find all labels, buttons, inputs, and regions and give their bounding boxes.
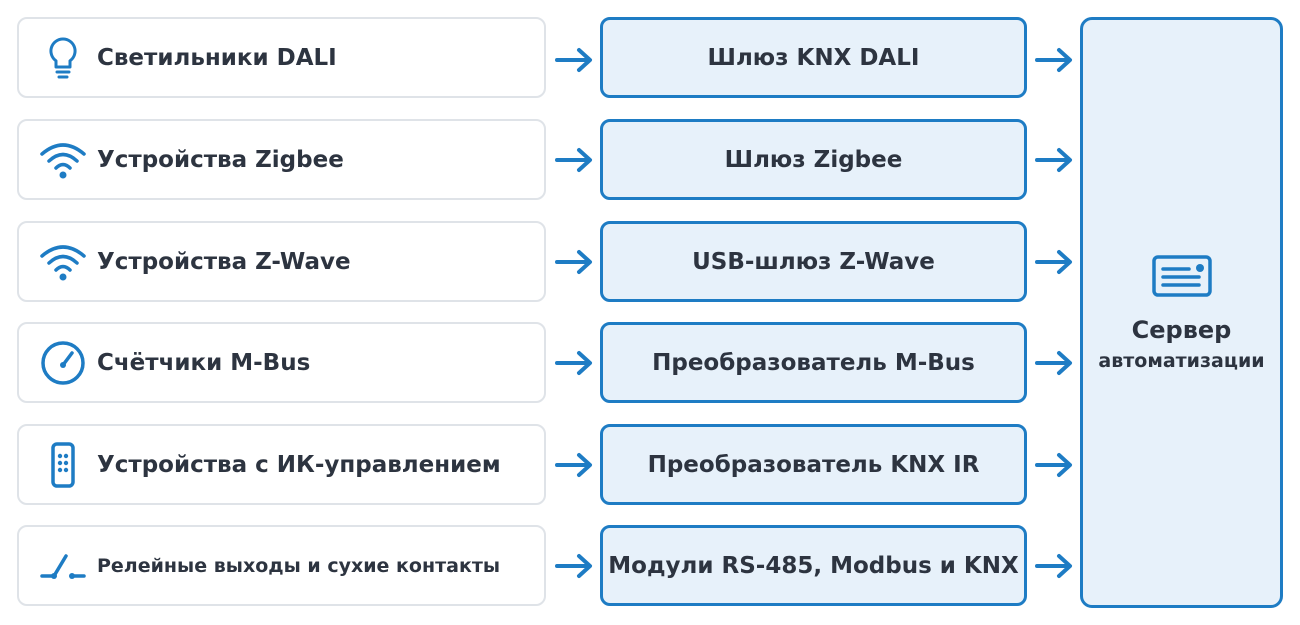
device-label: Устройства Zigbee — [97, 146, 344, 173]
server-icon — [1151, 254, 1213, 302]
arrow-right-icon — [555, 48, 592, 72]
arrow-right-icon — [1035, 48, 1072, 72]
arrow-right-icon — [1035, 351, 1072, 375]
gateway-label: Шлюз Zigbee — [724, 146, 903, 173]
gateway-label: USB-шлюз Z-Wave — [692, 248, 935, 275]
server-subtitle: автоматизации — [1098, 349, 1265, 372]
gateway-box-mbus: Преобразователь M-Bus — [600, 322, 1027, 403]
arrow-right-icon — [555, 453, 592, 477]
automation-server-box: Сервер автоматизации — [1080, 17, 1283, 608]
gateway-label: Преобразователь KNX IR — [647, 451, 980, 478]
light-bulb-icon — [39, 34, 87, 82]
device-box-ir: Устройства с ИК-управлением — [17, 424, 546, 505]
device-label: Счётчики M-Bus — [97, 349, 311, 376]
device-label: Светильники DALI — [97, 44, 337, 71]
device-box-dali: Светильники DALI — [17, 17, 546, 98]
server-title: Сервер — [1131, 315, 1232, 344]
gateway-box-dali: Шлюз KNX DALI — [600, 17, 1027, 98]
arrow-right-icon — [1035, 148, 1072, 172]
device-box-zigbee: Устройства Zigbee — [17, 119, 546, 200]
arrow-right-icon — [555, 554, 592, 578]
device-label: Релейные выходы и сухие контакты — [97, 554, 501, 577]
device-box-zwave: Устройства Z-Wave — [17, 221, 546, 302]
gateway-box-zwave: USB-шлюз Z-Wave — [600, 221, 1027, 302]
device-label: Устройства Z-Wave — [97, 248, 351, 275]
arrow-right-icon — [555, 351, 592, 375]
gateway-label: Модули RS-485, Modbus и KNX — [608, 552, 1019, 579]
gateway-label: Преобразователь M-Bus — [652, 349, 975, 376]
meter-gauge-icon — [39, 339, 87, 387]
arrow-right-icon — [1035, 554, 1072, 578]
gateway-box-relay: Модули RS-485, Modbus и KNX — [600, 525, 1027, 606]
device-box-mbus: Счётчики M-Bus — [17, 322, 546, 403]
arrow-right-icon — [1035, 250, 1072, 274]
gateway-box-zigbee: Шлюз Zigbee — [600, 119, 1027, 200]
device-label: Устройства с ИК-управлением — [97, 451, 501, 478]
arrow-right-icon — [555, 148, 592, 172]
arrow-right-icon — [1035, 453, 1072, 477]
wifi-icon — [39, 238, 87, 286]
wifi-icon — [39, 136, 87, 184]
gateway-label: Шлюз KNX DALI — [707, 44, 920, 71]
gateway-box-ir: Преобразователь KNX IR — [600, 424, 1027, 505]
remote-control-icon — [39, 441, 87, 489]
device-box-relay: Релейные выходы и сухие контакты — [17, 525, 546, 606]
relay-switch-icon — [39, 542, 87, 590]
arrow-right-icon — [555, 250, 592, 274]
